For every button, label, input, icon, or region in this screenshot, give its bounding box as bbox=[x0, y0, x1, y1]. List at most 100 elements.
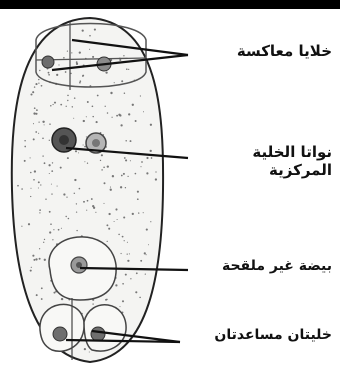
speckle bbox=[95, 212, 96, 213]
speckle bbox=[38, 133, 39, 134]
speckle bbox=[72, 106, 73, 107]
speckle bbox=[123, 55, 124, 56]
speckle bbox=[78, 152, 79, 153]
speckle bbox=[84, 161, 85, 162]
speckle bbox=[94, 29, 96, 31]
speckle bbox=[111, 117, 112, 118]
speckle bbox=[146, 254, 147, 255]
speckle bbox=[106, 224, 108, 226]
speckle bbox=[32, 91, 34, 93]
speckle bbox=[135, 173, 137, 175]
speckle bbox=[125, 140, 127, 142]
speckle bbox=[34, 107, 36, 109]
speckle bbox=[101, 154, 103, 156]
speckle bbox=[110, 92, 112, 94]
speckle bbox=[83, 144, 84, 145]
speckle bbox=[143, 212, 144, 213]
speckle bbox=[119, 59, 121, 61]
speckle bbox=[125, 187, 126, 188]
speckle bbox=[125, 274, 127, 276]
speckle bbox=[45, 198, 46, 199]
speckle bbox=[36, 294, 38, 296]
speckle bbox=[44, 162, 46, 164]
speckle bbox=[65, 71, 67, 73]
speckle bbox=[146, 157, 148, 159]
speckle bbox=[138, 212, 139, 213]
speckle bbox=[136, 272, 138, 274]
speckle bbox=[24, 146, 26, 148]
speckle bbox=[61, 228, 62, 229]
speckle bbox=[56, 74, 58, 76]
speckle bbox=[108, 213, 110, 215]
speckle bbox=[120, 124, 122, 126]
speckle bbox=[119, 306, 120, 307]
speckle bbox=[39, 258, 41, 260]
speckle bbox=[127, 176, 128, 177]
speckle bbox=[38, 82, 39, 83]
speckle bbox=[83, 120, 85, 122]
speckle bbox=[74, 179, 76, 181]
speckle bbox=[108, 228, 110, 230]
speckle bbox=[105, 299, 107, 301]
speckle bbox=[38, 79, 39, 80]
speckle bbox=[107, 112, 109, 114]
speckle bbox=[51, 170, 53, 172]
speckle bbox=[124, 240, 125, 241]
speckle bbox=[123, 216, 125, 218]
speckle bbox=[122, 300, 124, 302]
speckle bbox=[82, 30, 84, 32]
speckle bbox=[76, 61, 78, 63]
speckle bbox=[155, 171, 156, 172]
speckle bbox=[92, 116, 93, 117]
speckle bbox=[30, 157, 31, 158]
speckle bbox=[146, 172, 148, 174]
speckle bbox=[76, 63, 78, 65]
speckle bbox=[52, 104, 53, 105]
speckle bbox=[114, 82, 115, 83]
speckle bbox=[60, 167, 62, 169]
speckle bbox=[135, 120, 137, 122]
speckle bbox=[33, 123, 34, 124]
speckle bbox=[58, 64, 59, 65]
speckle bbox=[51, 184, 52, 185]
speckle bbox=[150, 150, 152, 152]
speckle bbox=[67, 100, 68, 101]
speckle bbox=[30, 270, 32, 272]
speckle bbox=[130, 160, 131, 161]
speckle bbox=[38, 181, 40, 183]
speckle bbox=[89, 35, 91, 37]
speckle bbox=[48, 72, 50, 74]
speckle bbox=[24, 160, 26, 162]
speckle bbox=[89, 49, 90, 50]
speckle bbox=[144, 252, 146, 254]
speckle bbox=[33, 112, 35, 114]
speckle bbox=[123, 173, 125, 175]
speckle bbox=[76, 211, 77, 212]
speckle bbox=[49, 173, 50, 174]
speckle bbox=[39, 70, 40, 71]
speckle bbox=[121, 80, 123, 82]
speckle bbox=[107, 165, 109, 167]
speckle bbox=[76, 203, 77, 204]
speckle bbox=[68, 218, 70, 220]
speckle bbox=[137, 198, 139, 200]
speckle bbox=[128, 69, 129, 70]
speckle bbox=[49, 211, 51, 213]
speckle bbox=[52, 162, 53, 163]
speckle bbox=[40, 184, 41, 185]
speckle bbox=[121, 253, 122, 254]
speckle bbox=[32, 255, 34, 257]
speckle bbox=[105, 71, 107, 73]
speckle bbox=[116, 115, 118, 117]
speckle bbox=[129, 253, 130, 254]
speckle bbox=[24, 140, 25, 141]
speckle bbox=[49, 140, 50, 141]
speckle bbox=[115, 284, 117, 286]
speckle bbox=[97, 95, 99, 97]
speckle bbox=[87, 200, 89, 202]
speckle bbox=[51, 193, 52, 194]
speckle bbox=[110, 187, 111, 188]
speckle bbox=[139, 297, 141, 299]
speckle bbox=[150, 221, 151, 222]
speckle bbox=[140, 166, 141, 167]
